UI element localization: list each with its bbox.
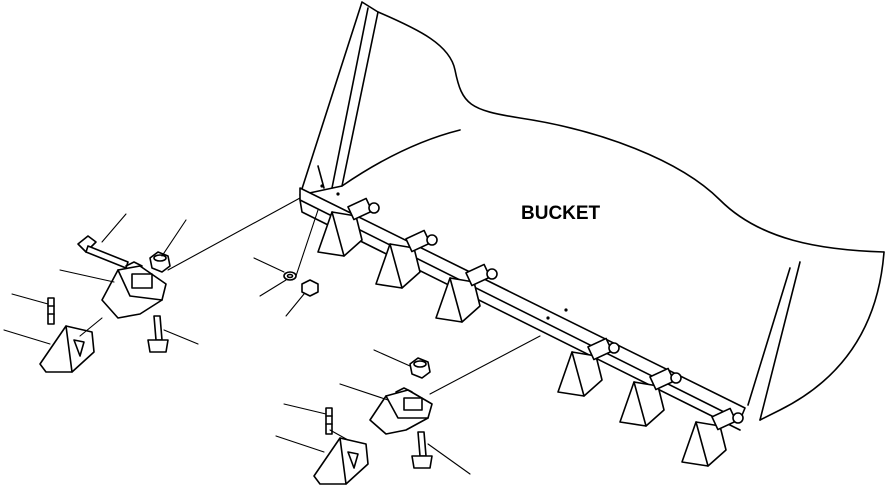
tooth-tip-left [39,325,95,373]
tooth-3 [435,263,498,323]
nut-center [301,279,319,297]
left-exploded-assembly [3,197,301,373]
tooth-tip-lower [313,437,369,485]
bolt-lower-left [147,315,169,353]
pin-left [47,297,55,325]
adapter-lower [369,387,433,435]
tooth-1 [317,197,380,257]
nut-lower [409,357,431,379]
bucket-label: BUCKET [521,203,601,224]
lower-exploded-assembly [275,335,541,485]
pin-lower [325,407,333,435]
tooth-5 [619,367,682,427]
nut-upper-left [149,251,171,273]
adapter-left [101,261,167,319]
tooth-2 [375,229,438,289]
tooth-6 [681,407,744,467]
tooth-4 [557,337,620,397]
washer-center [283,271,297,281]
bolt-upper-left [77,235,129,269]
bolt-lower [411,431,433,469]
